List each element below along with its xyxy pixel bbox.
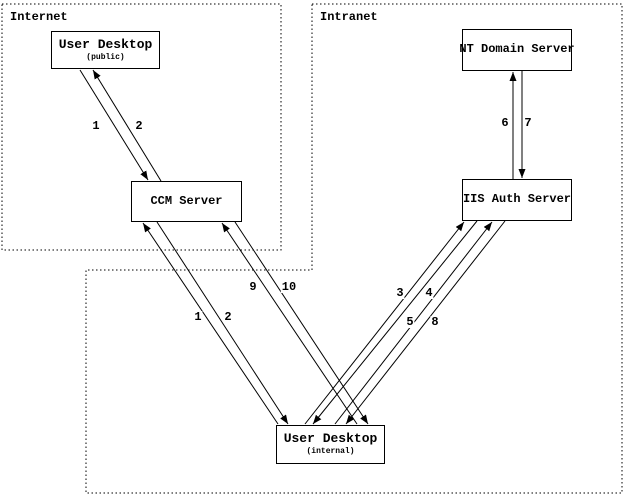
edge-line-step-4-iis-auth-server-to-user-desktop-internal (312, 220, 478, 425)
node-title: CCM Server (150, 193, 223, 208)
edge-step-label: 4 (424, 286, 434, 300)
region-label-internet: Internet (10, 10, 68, 24)
node-iis-auth-server: IIS Auth Server (462, 179, 572, 221)
region-outline-internet (1, 3, 282, 251)
edge-line-step-2-ccm-server-to-user-desktop-public (92, 69, 162, 182)
edge-line-step-2-ccm-server-to-user-desktop-internal (156, 221, 289, 425)
node-subtitle: (internal) (306, 447, 355, 457)
edge-step-label: 1 (91, 119, 101, 133)
edge-line-step-3-user-desktop-internal-to-iis-auth-server (304, 221, 465, 425)
edge-line-step-1-user-desktop-public-to-ccm-server (79, 69, 149, 181)
edge-line-step-9-user-desktop-internal-to-ccm-server (221, 222, 358, 425)
node-title: User Desktop (58, 36, 153, 52)
edge-step-label: 2 (134, 119, 144, 133)
edge-step-label: 9 (248, 280, 258, 294)
node-user-desktop-internal: User Desktop (internal) (276, 425, 385, 464)
edge-step-label: 8 (430, 315, 440, 329)
edge-step-label: 10 (280, 280, 298, 294)
node-title: NT Domain Server (459, 42, 575, 57)
node-ccm-server: CCM Server (131, 181, 242, 222)
edge-step-label: 5 (405, 315, 415, 329)
edge-step-label: 2 (223, 310, 233, 324)
node-nt-domain-server: NT Domain Server (459, 29, 575, 71)
region-label-intranet: Intranet (320, 10, 378, 24)
edge-step-label: 3 (395, 286, 405, 300)
region-outline-intranet (85, 3, 623, 494)
edge-step-label: 7 (523, 116, 533, 130)
node-title: IIS Auth Server (462, 192, 572, 207)
node-subtitle: (public) (86, 52, 125, 62)
edge-step-label: 1 (193, 310, 203, 324)
edge-line-step-10-ccm-server-to-user-desktop-internal (234, 221, 369, 425)
edge-line-step-8-iis-auth-server-to-user-desktop-internal (345, 220, 506, 425)
node-title: User Desktop (283, 431, 378, 447)
edge-step-label: 6 (500, 116, 510, 130)
node-user-desktop-public: User Desktop (public) (51, 31, 160, 69)
edge-line-step-1-user-desktop-internal-to-ccm-server (142, 222, 279, 425)
